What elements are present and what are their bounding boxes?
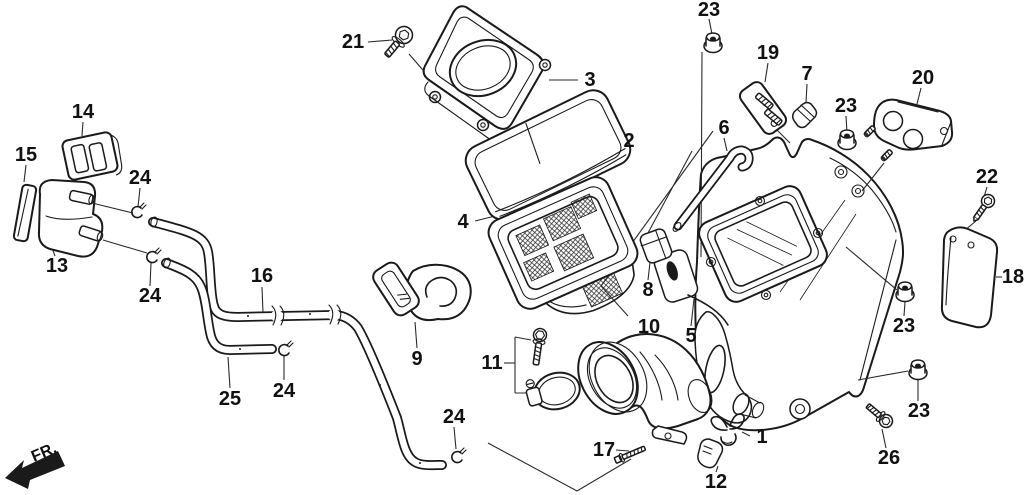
leader-line [845, 246, 898, 291]
leader-line [414, 321, 418, 349]
callout-10: 10 [638, 316, 660, 338]
callout-17: 17 [593, 439, 615, 461]
callout-8: 8 [642, 279, 653, 301]
leader-line [764, 62, 769, 83]
callout-6: 6 [718, 117, 729, 139]
callout-2: 2 [623, 130, 634, 152]
leader-line [640, 150, 693, 247]
callout-14: 14 [72, 101, 95, 123]
leader-line [514, 336, 532, 341]
leader-line [261, 286, 264, 314]
callout-23: 23 [835, 95, 857, 117]
leader-line [149, 262, 152, 287]
leader-line [137, 187, 141, 208]
part-14-clamp-buckle [61, 131, 123, 181]
case-left-boss [653, 249, 699, 303]
part-13-resonator [37, 179, 104, 258]
part-20-tube-clamp-bracket [863, 98, 954, 162]
callout-21: 21 [342, 31, 364, 53]
callout-5: 5 [685, 325, 696, 347]
part-25-breather-hose [161, 257, 277, 355]
part-3-air-cleaner-cover [422, 5, 552, 142]
part-15-seal-strip [12, 183, 38, 243]
part-19-setting-plate [738, 81, 788, 135]
leader-line [776, 129, 791, 144]
leader-line [487, 442, 632, 492]
callout-4: 4 [457, 211, 469, 233]
part-2-connecting-duct [464, 89, 632, 221]
leader-line [227, 356, 231, 389]
callout-24: 24 [139, 285, 162, 307]
leader-line [715, 465, 719, 473]
part-4-air-cleaner-element [487, 176, 639, 315]
part-8-cushion [639, 228, 673, 264]
part-9-band-bracket [372, 261, 472, 322]
callout-9: 9 [411, 348, 422, 370]
callout-22: 22 [976, 166, 998, 188]
part-26-flange-bolt [865, 403, 894, 429]
part-7-cushion [791, 101, 818, 129]
leader-line [367, 39, 393, 43]
leader-line [91, 202, 134, 214]
case-corner-bosses [705, 165, 865, 301]
part-16-drain-hose [148, 216, 447, 471]
leader-line [23, 164, 27, 183]
leader-line [453, 426, 457, 450]
direction-indicator: FR. [5, 440, 65, 489]
callout-19: 19 [757, 42, 779, 64]
leader-line [615, 449, 630, 452]
part-12-rubber-cap [697, 438, 724, 469]
callout-18: 18 [1002, 266, 1024, 288]
callout-13: 13 [46, 255, 68, 277]
callout-7: 7 [801, 63, 812, 85]
callout-23: 23 [908, 400, 930, 422]
leader-line [708, 18, 713, 35]
part-6-vent-pipe [672, 145, 754, 232]
leader-line [723, 137, 728, 152]
part-10-intake-duct [577, 333, 713, 445]
leader-line [861, 162, 885, 192]
part-1-wing-clip [710, 413, 745, 446]
part-18-mud-guard-plate [940, 226, 999, 329]
hose-break-mark [271, 304, 342, 326]
callout-15: 15 [15, 144, 37, 166]
part-22-screw [973, 193, 996, 222]
callout-26: 26 [878, 447, 900, 469]
leader-line [647, 261, 651, 281]
callout-24: 24 [129, 167, 152, 189]
callout-3: 3 [584, 69, 595, 91]
leader-line [881, 428, 887, 449]
callout-23: 23 [893, 315, 915, 337]
leader-line [700, 51, 703, 258]
leader-line [916, 87, 922, 105]
leader-line [903, 301, 906, 317]
callout-12: 12 [705, 471, 727, 493]
callout-16: 16 [251, 265, 273, 287]
leader-line [81, 121, 84, 137]
leader-line [102, 239, 148, 254]
leader-line [857, 370, 909, 381]
leader-line [690, 298, 695, 327]
part-21-flange-bolt [384, 25, 414, 58]
callout-11: 11 [481, 352, 502, 374]
callout-24: 24 [443, 406, 466, 428]
callout-23: 23 [698, 0, 720, 21]
callout-25: 25 [219, 388, 241, 410]
leader-line [741, 431, 751, 437]
callout-1: 1 [756, 426, 767, 448]
leader-line [805, 83, 808, 104]
part-11-bolt-and-clamp [525, 327, 581, 411]
fr-arrow-icon [5, 451, 65, 489]
callout-20: 20 [912, 67, 934, 89]
part-17-screw [613, 445, 647, 464]
callout-24: 24 [273, 380, 296, 402]
